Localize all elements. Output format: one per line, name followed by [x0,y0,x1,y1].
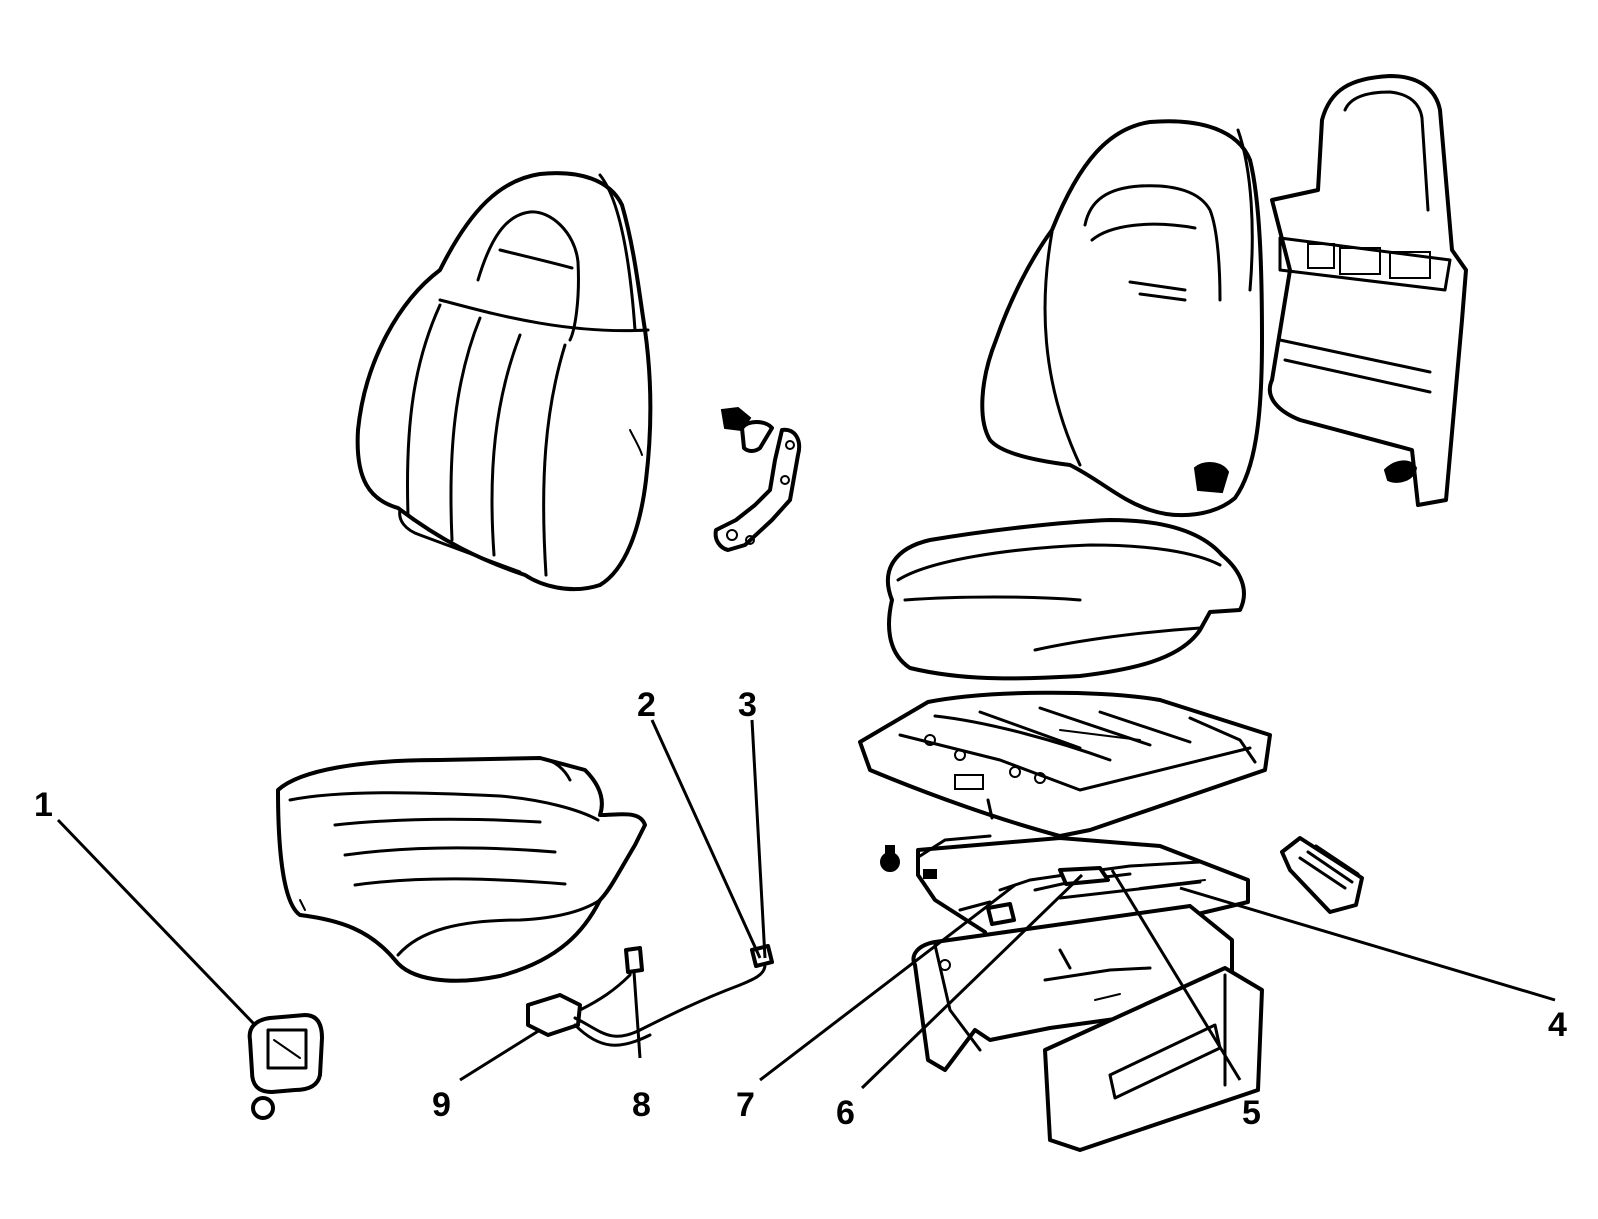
callout-3: 3 [738,686,757,724]
front-trim-panel [1043,966,1264,1152]
leader-8 [632,971,642,1059]
callout-5: 5 [1242,1094,1261,1132]
callout-2: 2 [637,686,656,724]
callouts: 1 2 3 4 5 6 7 8 9 [34,686,1567,1132]
callout-1: 1 [34,786,53,824]
leader-4 [1179,886,1556,1002]
leader-1 [56,818,257,1027]
callout-7: 7 [736,1086,755,1124]
track-bolt [880,845,900,872]
leader-5 [1110,869,1242,1081]
callout-8: 8 [632,1086,651,1124]
wiring-harness [526,944,774,1047]
callout-4: 4 [1548,1006,1567,1044]
left-seat-cushion [276,756,647,983]
seat-pan-frame [858,690,1272,838]
leader-2 [650,719,762,959]
leader-lines [56,719,1556,1090]
leader-9 [459,1028,541,1082]
seat-riser [911,904,1234,1072]
seat-adjuster [916,834,1250,952]
recliner-handle [1280,836,1364,914]
left-seat-back [355,171,653,592]
leader-6 [860,873,1084,1090]
right-seat-back [980,74,1468,518]
callout-6: 6 [836,1094,855,1132]
callout-9: 9 [432,1086,451,1124]
lumbar-switch [247,1013,324,1120]
leader-7 [759,883,1016,1082]
leader-3 [750,719,767,959]
right-seat-cushion [885,518,1246,681]
recliner-bracket [713,406,802,552]
